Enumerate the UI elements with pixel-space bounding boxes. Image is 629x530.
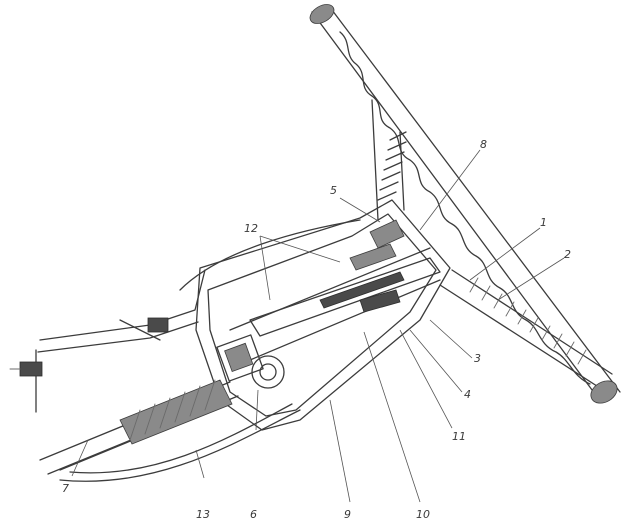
main-housing [195, 199, 451, 431]
upper-rod-end-cap [309, 4, 335, 24]
upper-rod [309, 4, 621, 399]
label-7: 7 [62, 482, 69, 495]
label-4: 4 [464, 388, 471, 401]
connector-block [216, 334, 285, 389]
label-13: 13 [196, 508, 210, 521]
label-6: 6 [250, 508, 257, 521]
callout-leaders [71, 149, 565, 503]
label-2: 2 [564, 248, 571, 261]
cable [39, 379, 239, 475]
label-9: 9 [344, 508, 351, 521]
label-12: 12 [244, 222, 258, 235]
label-3: 3 [474, 352, 481, 365]
wire-bracket [9, 269, 206, 413]
bolt-middle [147, 317, 169, 333]
label-11: 11 [452, 430, 466, 443]
inner-shaft [249, 219, 441, 337]
label-1: 1 [540, 216, 547, 229]
lower-spring [439, 269, 618, 404]
corrugated-sleeve [339, 31, 591, 385]
callout-labels: 1 2 3 4 5 6 7 8 9 10 11 12 13 [62, 138, 571, 521]
bolt-left [19, 361, 43, 377]
lower-cover [59, 219, 361, 482]
label-8: 8 [480, 138, 487, 151]
vertical-spring [377, 131, 407, 211]
lower-spring-end-cap [590, 380, 618, 404]
label-10: 10 [416, 508, 430, 521]
label-5: 5 [330, 184, 337, 197]
